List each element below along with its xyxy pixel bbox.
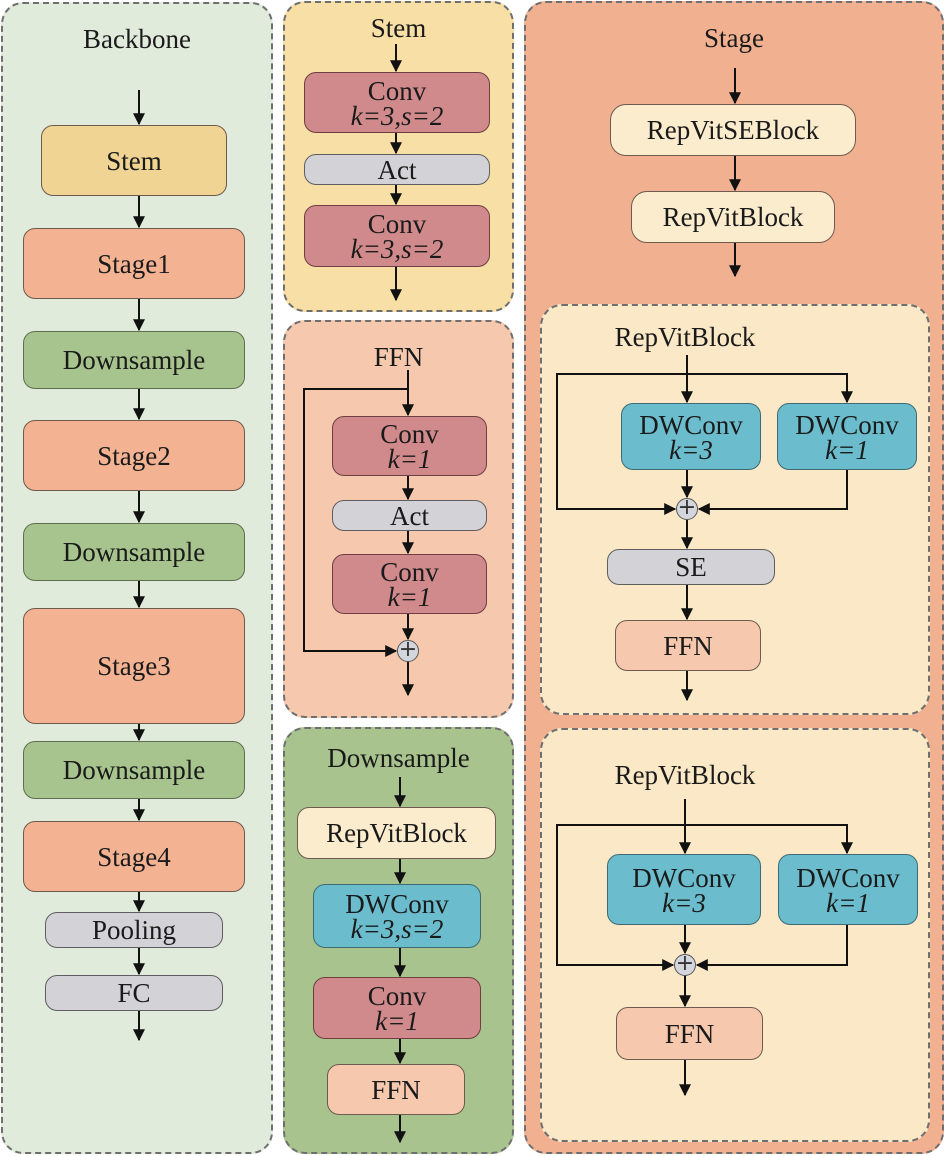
ffn-add-icon: + bbox=[397, 637, 419, 662]
block-params: k=3 bbox=[662, 887, 706, 918]
repvit-plain-detail-panel: RepVitBlock bbox=[540, 728, 930, 1142]
block-params: k=3 bbox=[669, 434, 713, 465]
backbone-stage4-block: Stage4 bbox=[23, 821, 245, 892]
block-params: k=1 bbox=[825, 434, 869, 465]
block-label: Stage3 bbox=[97, 651, 171, 681]
stage-title: Stage bbox=[704, 23, 764, 53]
stem-conv2-label: Conv bbox=[367, 209, 427, 239]
block-label: RepVitSEBlock bbox=[646, 115, 820, 145]
se-dwconv1-params: k=1 bbox=[825, 434, 869, 465]
block-label: FFN bbox=[663, 630, 713, 661]
downsample-ffn-block: FFN bbox=[327, 1064, 465, 1115]
plain-dwconv1-params: k=1 bbox=[826, 887, 870, 918]
se-detail-dwconv3-block: DWConv k=3 bbox=[621, 403, 761, 470]
stem-conv1-params: k=3,s=2 bbox=[350, 100, 444, 131]
block-params: k=1 bbox=[387, 582, 432, 612]
se-detail-ffn-block: FFN bbox=[615, 620, 761, 671]
stage-repvitse-block: RepVitSEBlock bbox=[610, 104, 856, 156]
block-label: Downsample bbox=[62, 345, 206, 375]
stem-conv1-label: Conv bbox=[367, 75, 427, 106]
ffn-title: FFN bbox=[373, 342, 424, 372]
block-params: k=1 bbox=[387, 444, 432, 474]
downsample-dwconv-label: DWConv bbox=[345, 889, 449, 919]
se-detail-add-icon: + bbox=[676, 495, 698, 520]
backbone-stage2-block: Stage2 bbox=[23, 420, 245, 491]
block-label: Downsample bbox=[62, 537, 206, 567]
stem-conv2-block: Conv k=3,s=2 bbox=[304, 205, 490, 267]
block-label: RepVitBlock bbox=[662, 202, 804, 232]
block-label: Act bbox=[390, 500, 429, 531]
downsample-dwconv-block: DWConv k=3,s=2 bbox=[313, 884, 481, 948]
plain-dwconv1-label: DWConv bbox=[796, 862, 900, 893]
repvit-plain-detail-title: RepVitBlock bbox=[614, 760, 756, 790]
backbone-pooling-block: Pooling bbox=[45, 912, 223, 948]
ffn-conv2-block: Conv k=1 bbox=[332, 554, 487, 614]
stem-conv1-block: Conv k=3,s=2 bbox=[304, 72, 490, 133]
block-label: FC bbox=[117, 978, 151, 1008]
block-label: FFN bbox=[664, 1018, 715, 1049]
block-label: Stem bbox=[106, 145, 162, 176]
downsample-conv-label: Conv bbox=[367, 981, 427, 1011]
se-dwconv3-params: k=3 bbox=[669, 434, 713, 465]
downsample-conv-params: k=1 bbox=[375, 1006, 419, 1036]
plain-detail-dwconv3-block: DWConv k=3 bbox=[607, 854, 761, 925]
block-label: FFN bbox=[371, 1074, 421, 1105]
downsample-conv-block: Conv k=1 bbox=[313, 977, 481, 1039]
backbone-title: Backbone bbox=[83, 24, 191, 54]
stem-act-block: Act bbox=[304, 154, 490, 185]
plain-dwconv3-params: k=3 bbox=[662, 887, 706, 918]
downsample-title: Downsample bbox=[327, 743, 470, 773]
se-detail-se-block: SE bbox=[607, 549, 775, 585]
backbone-downsample-block: Downsample bbox=[23, 741, 245, 799]
block-label: RepVitBlock bbox=[326, 818, 467, 848]
block-label: Downsample bbox=[62, 755, 206, 785]
ffn-act-block: Act bbox=[332, 500, 487, 531]
backbone-stage1-block: Stage1 bbox=[23, 228, 245, 299]
downsample-repvit-block: RepVitBlock bbox=[297, 807, 496, 859]
block-label: Act bbox=[377, 154, 417, 185]
backbone-stage3-block: Stage3 bbox=[23, 608, 245, 724]
block-label: Stage4 bbox=[97, 841, 171, 872]
block-label: Stage1 bbox=[97, 248, 171, 279]
block-label: SE bbox=[675, 552, 707, 582]
block-label: Pooling bbox=[91, 915, 177, 945]
backbone-downsample-block: Downsample bbox=[23, 523, 245, 581]
backbone-stem-block: Stem bbox=[41, 125, 227, 196]
downsample-dwconv-params: k=3,s=2 bbox=[350, 914, 444, 944]
ffn-conv1-block: Conv k=1 bbox=[332, 416, 487, 476]
backbone-downsample-block: Downsample bbox=[23, 331, 245, 389]
block-label: Stage2 bbox=[97, 440, 171, 471]
plain-detail-add-icon: + bbox=[674, 951, 696, 976]
ffn-conv1-params: k=1 bbox=[387, 444, 432, 474]
plain-detail-ffn-block: FFN bbox=[616, 1007, 763, 1060]
se-detail-dwconv1-block: DWConv k=1 bbox=[777, 403, 917, 470]
block-params: k=3,s=2 bbox=[350, 234, 444, 264]
block-params: k=1 bbox=[375, 1006, 419, 1036]
stem-conv2-params: k=3,s=2 bbox=[350, 234, 444, 264]
backbone-fc-block: FC bbox=[45, 975, 223, 1011]
block-params: k=3,s=2 bbox=[350, 100, 444, 131]
block-params: k=3,s=2 bbox=[350, 914, 444, 944]
se-dwconv1-label: DWConv bbox=[795, 409, 899, 440]
stage-repvit-block: RepVitBlock bbox=[631, 191, 835, 243]
plain-detail-dwconv1-block: DWConv k=1 bbox=[778, 854, 918, 925]
block-params: k=1 bbox=[826, 887, 870, 918]
stem-title: Stem bbox=[370, 13, 427, 43]
repvit-se-detail-title: RepVitBlock bbox=[614, 322, 756, 352]
ffn-conv2-params: k=1 bbox=[387, 582, 432, 612]
